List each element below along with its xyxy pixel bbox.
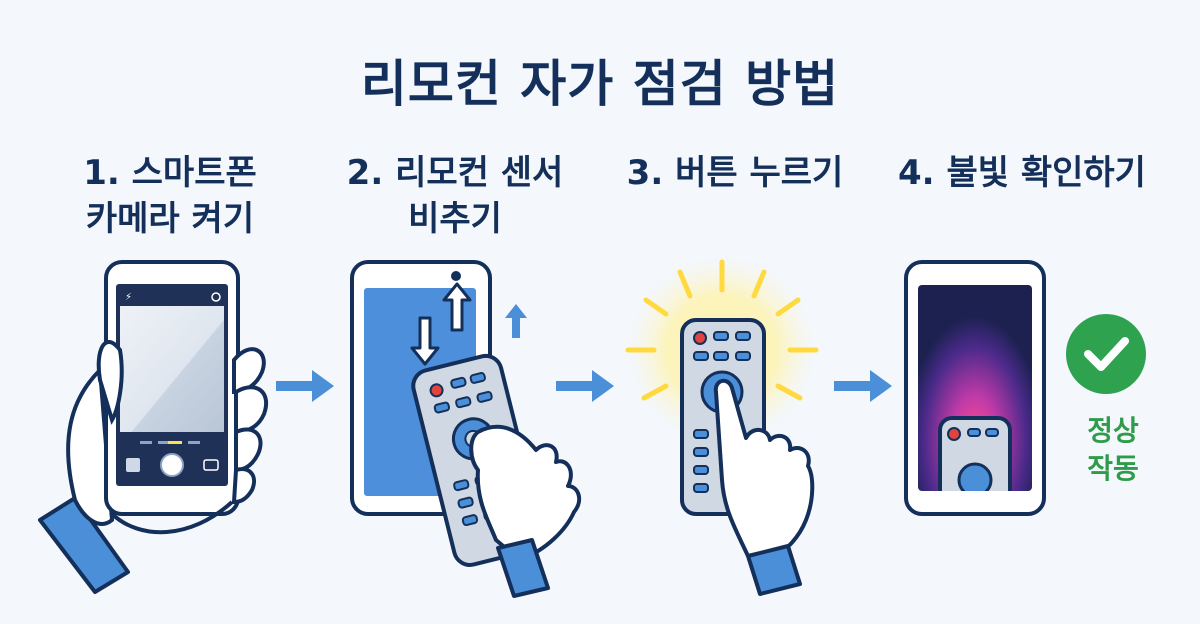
glow-rays bbox=[625, 259, 819, 401]
arrow-right-icon bbox=[556, 370, 614, 402]
step-3-illustration bbox=[625, 258, 819, 596]
step-1-number: 1. bbox=[83, 153, 120, 193]
step-3-line1: 버튼 누르기 bbox=[675, 153, 844, 193]
sleeve bbox=[38, 496, 130, 594]
direction-arrows bbox=[410, 282, 472, 366]
camera-switch-icon[interactable] bbox=[203, 459, 219, 471]
step-2-number: 2. bbox=[346, 153, 384, 193]
thumb bbox=[96, 340, 124, 425]
signal-arrow bbox=[505, 304, 527, 338]
step-2-label: 2. 리모컨 센서 비추기 bbox=[315, 150, 595, 242]
sleeve bbox=[746, 544, 802, 596]
hand bbox=[469, 424, 582, 562]
step-1-line2: 카메라 켜기 bbox=[85, 199, 255, 239]
step-4-label: 4. 불빛 확인하기 bbox=[882, 150, 1162, 196]
result-line2: 작동 bbox=[1087, 452, 1139, 485]
step-2-illustration bbox=[350, 260, 582, 598]
camera-flash-icon: ⚡ bbox=[125, 292, 132, 303]
step-2-line2: 비추기 bbox=[408, 199, 502, 239]
step-4-illustration bbox=[904, 260, 1146, 516]
checkmark-icon bbox=[1066, 314, 1146, 394]
gallery-thumbnail[interactable] bbox=[126, 458, 140, 472]
step-1-illustration: ⚡ bbox=[38, 260, 268, 594]
fingers bbox=[231, 347, 268, 505]
page-title: 리모컨 자가 점검 방법 bbox=[360, 55, 840, 113]
result-status: 정상 작동 bbox=[1068, 412, 1158, 488]
hand-palm bbox=[66, 365, 115, 526]
step-3-number: 3. bbox=[626, 153, 664, 193]
step-4-number: 4. bbox=[898, 153, 935, 193]
result-line1: 정상 bbox=[1087, 414, 1139, 447]
step-1-label: 1. 스마트폰 카메라 켜기 bbox=[30, 150, 310, 242]
remote-top bbox=[938, 416, 1012, 491]
step-3-label: 3. 버튼 누르기 bbox=[595, 150, 875, 196]
step-4-line1: 불빛 확인하기 bbox=[946, 153, 1146, 193]
sleeve bbox=[496, 538, 550, 598]
arrow-right-icon bbox=[834, 370, 892, 402]
arrow-right-icon bbox=[276, 370, 334, 402]
step-1-line1: 스마트폰 bbox=[131, 153, 257, 193]
front-camera-sensor bbox=[451, 271, 461, 281]
step-2-line1: 리모컨 센서 bbox=[395, 153, 564, 193]
shutter-button[interactable] bbox=[160, 453, 184, 477]
camera-settings-icon bbox=[211, 292, 221, 302]
phone-camera: ⚡ bbox=[104, 260, 240, 516]
